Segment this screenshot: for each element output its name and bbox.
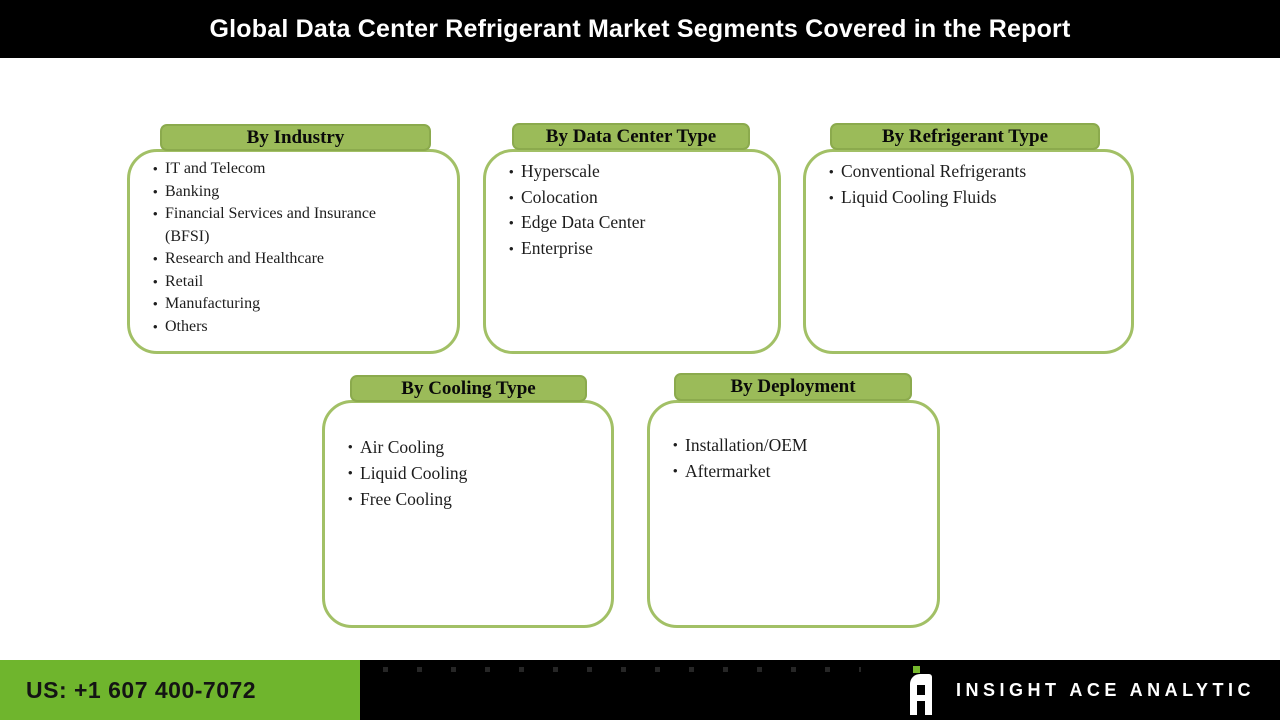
- list-item-text: Liquid Cooling: [360, 463, 468, 483]
- list-item-text: Enterprise: [521, 238, 593, 259]
- segment-tab-label: By Data Center Type: [545, 125, 717, 147]
- list-item-text: Financial Services and Insurance (BFSI): [165, 205, 377, 245]
- list-item: Enterprise: [486, 236, 778, 262]
- bullet-icon: [806, 185, 841, 211]
- logo-a-leg-gap: [917, 701, 925, 715]
- bullet-icon: [130, 248, 165, 271]
- list-item: Aftermarket: [650, 458, 937, 484]
- segment-card-deployment: Installation/OEM Aftermarket: [647, 400, 940, 628]
- list-item: Hyperscale: [486, 159, 778, 185]
- list-item: Banking: [130, 181, 457, 204]
- list-item-text: Others: [165, 317, 208, 335]
- bullet-icon: [486, 159, 521, 185]
- segment-card-data-center-type: Hyperscale Colocation Edge Data Center E…: [483, 149, 781, 354]
- footer-bar: US: +1 607 400-7072 INSIGHT ACE ANALYTIC: [0, 660, 1280, 720]
- list-item: Colocation: [486, 185, 778, 211]
- list-item: Retail: [130, 271, 457, 294]
- brand-name: INSIGHT ACE ANALYTIC: [956, 679, 1256, 700]
- bullet-icon: [486, 185, 521, 211]
- list-item-text: Liquid Cooling Fluids: [841, 186, 997, 207]
- bullet-icon: [486, 236, 521, 262]
- segment-item-list: Installation/OEM Aftermarket: [650, 403, 937, 484]
- list-item: Liquid Cooling: [325, 460, 611, 486]
- list-item: Air Cooling: [325, 434, 611, 460]
- list-item: Liquid Cooling Fluids: [806, 185, 1131, 211]
- list-item-text: Conventional Refrigerants: [841, 161, 1027, 181]
- bullet-icon: [650, 432, 685, 458]
- bullet-icon: [130, 316, 165, 339]
- phone-number: US: +1 607 400-7072: [26, 676, 257, 703]
- bullet-icon: [130, 181, 165, 204]
- logo-green-square: [913, 666, 920, 673]
- segment-tab-data-center-type: By Data Center Type: [512, 123, 750, 150]
- list-item-text: Manufacturing: [165, 295, 261, 312]
- segment-item-list: Conventional Refrigerants Liquid Cooling…: [806, 152, 1131, 210]
- bullet-icon: [130, 271, 165, 294]
- dotted-divider-decoration: [383, 667, 861, 672]
- segment-card-industry: IT and Telecom Banking Financial Service…: [127, 149, 460, 354]
- list-item: Installation/OEM: [650, 432, 937, 458]
- segment-card-refrigerant-type: Conventional Refrigerants Liquid Cooling…: [803, 149, 1134, 354]
- segment-tab-label: By Industry: [246, 126, 345, 148]
- list-item-text: Retail: [165, 272, 204, 290]
- list-item: Edge Data Center: [486, 210, 778, 236]
- segment-tab-cooling-type: By Cooling Type: [350, 375, 587, 402]
- segment-tab-refrigerant-type: By Refrigerant Type: [830, 123, 1100, 150]
- list-item: Financial Services and Insurance (BFSI): [130, 203, 457, 248]
- segment-tab-label: By Cooling Type: [401, 377, 536, 399]
- list-item-text: IT and Telecom: [165, 160, 266, 177]
- segment-item-list: Air Cooling Liquid Cooling Free Cooling: [325, 403, 611, 512]
- bullet-icon: [325, 486, 360, 512]
- list-item: Others: [130, 316, 457, 339]
- bullet-icon: [130, 158, 165, 181]
- list-item: IT and Telecom: [130, 158, 457, 181]
- bullet-icon: [650, 458, 685, 484]
- bullet-icon: [486, 210, 521, 236]
- segment-tab-deployment: By Deployment: [674, 373, 912, 401]
- bullet-icon: [325, 434, 360, 460]
- list-item-text: Research and Healthcare: [165, 250, 325, 267]
- segment-card-cooling-type: Air Cooling Liquid Cooling Free Cooling: [322, 400, 614, 628]
- logo-a-counter: [917, 685, 925, 695]
- segment-tab-label: By Refrigerant Type: [881, 125, 1049, 147]
- list-item-text: Banking: [165, 182, 220, 200]
- list-item: Free Cooling: [325, 486, 611, 512]
- bullet-icon: [806, 159, 841, 185]
- list-item-text: Colocation: [521, 186, 598, 207]
- page-title: Global Data Center Refrigerant Market Se…: [209, 14, 1071, 43]
- logo-a-glyph: [910, 674, 932, 715]
- list-item: Conventional Refrigerants: [806, 159, 1131, 185]
- segment-tab-industry: By Industry: [160, 124, 431, 151]
- bullet-icon: [130, 293, 165, 316]
- list-item: Manufacturing: [130, 293, 457, 316]
- list-item-text: Hyperscale: [521, 161, 600, 181]
- list-item-text: Aftermarket: [685, 461, 771, 481]
- list-item-text: Installation/OEM: [685, 435, 808, 455]
- list-item-text: Air Cooling: [360, 437, 445, 457]
- phone-block: US: +1 607 400-7072: [0, 660, 360, 720]
- insight-ace-logo-icon: [910, 665, 934, 715]
- segment-item-list: Hyperscale Colocation Edge Data Center E…: [486, 152, 778, 262]
- bullet-icon: [325, 460, 360, 486]
- bullet-icon: [130, 203, 165, 226]
- list-item: Research and Healthcare: [130, 248, 457, 271]
- title-bar: Global Data Center Refrigerant Market Se…: [0, 0, 1280, 58]
- list-item-text: Edge Data Center: [521, 212, 646, 233]
- segment-item-list: IT and Telecom Banking Financial Service…: [130, 152, 457, 338]
- segment-tab-label: By Deployment: [730, 376, 856, 397]
- list-item-text: Free Cooling: [360, 489, 452, 509]
